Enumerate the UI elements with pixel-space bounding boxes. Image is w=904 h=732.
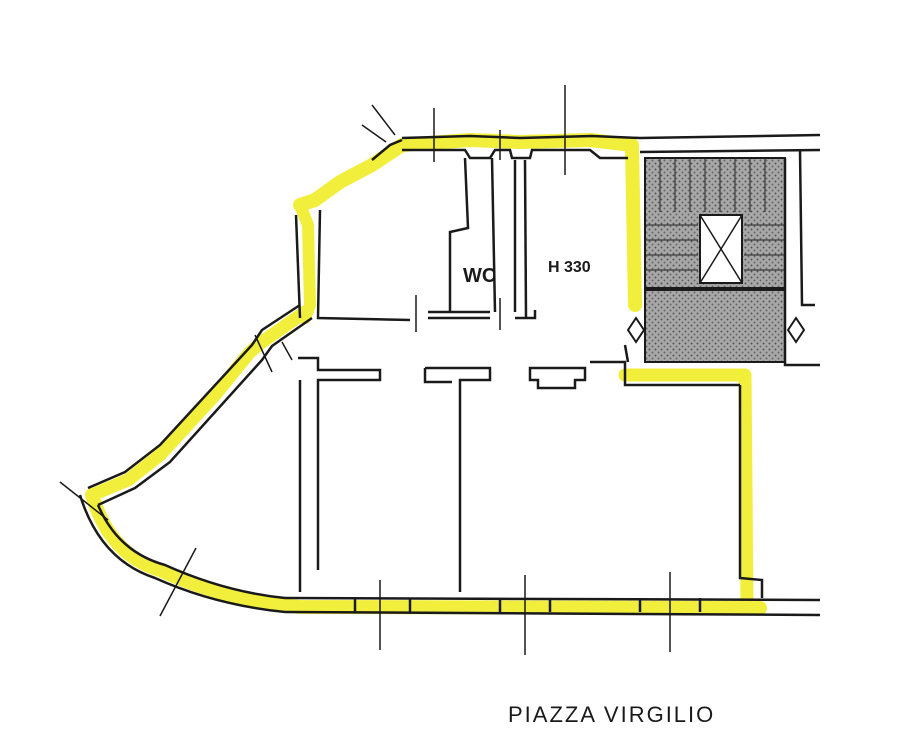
walls [78, 133, 821, 617]
ceiling-height-label: H 330 [548, 259, 591, 276]
highlight-diagonal-wall [85, 305, 312, 502]
stairwell [626, 157, 806, 363]
landing-arrow-left [626, 316, 646, 344]
landing-arrow-right [786, 316, 806, 344]
highlighted-perimeter [85, 133, 767, 615]
highlight-west-upper [294, 199, 316, 324]
highlight-stair-wall [618, 368, 754, 612]
section-ticks [59, 85, 671, 655]
street-name-label: PIAZZA VIRGILIO [508, 702, 715, 727]
highlight-north-wall [293, 133, 642, 312]
wc-label: WC [463, 265, 496, 287]
highlight-curved-wall [85, 488, 767, 615]
stair-landing [644, 289, 786, 363]
